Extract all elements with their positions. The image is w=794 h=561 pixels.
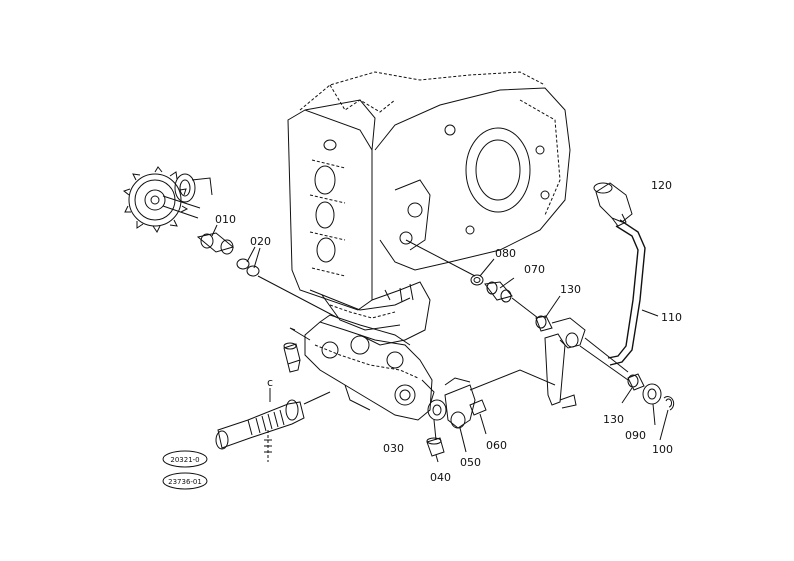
guide-line-070 <box>511 297 539 319</box>
part-130-collar-lower-shape <box>627 373 645 391</box>
guide-line-lever <box>469 369 556 391</box>
part-090-washer-shape <box>642 383 662 405</box>
callout-110: 110 <box>661 311 682 324</box>
part-110-lever-rod-shape <box>607 219 659 366</box>
serial-range-1: 20321-0 <box>170 456 199 464</box>
serial-range-ovals: 20321-0 23736-01 <box>162 450 208 490</box>
callout-010: 010 <box>215 213 236 226</box>
part-060-pin-shape <box>469 399 487 416</box>
callout-070: 070 <box>524 263 545 276</box>
part-040-bolt-shape <box>426 437 445 457</box>
callout-030: 030 <box>383 442 404 455</box>
part-080-nut-shape <box>470 274 484 286</box>
callout-020: 020 <box>250 235 271 248</box>
callout-100: 100 <box>652 443 673 456</box>
callout-130-lower: 130 <box>603 413 624 426</box>
governor-arm-bracket <box>544 317 629 409</box>
callout-090: 090 <box>625 429 646 442</box>
leader-lines <box>211 224 669 463</box>
engine-block-casting <box>287 71 571 346</box>
callout-060: 060 <box>486 439 507 452</box>
part-100-clip-shape <box>663 396 675 411</box>
callout-040: 040 <box>430 471 451 484</box>
callout-130-upper: 130 <box>560 283 581 296</box>
governor-housing <box>304 314 435 421</box>
part-050-lever-shape <box>444 377 476 429</box>
callout-120: 120 <box>651 179 672 192</box>
governor-shaft <box>215 388 331 462</box>
guide-line-080 <box>405 239 476 277</box>
part-120-knob-shape <box>593 182 633 227</box>
part-010-sleeve-shape <box>196 232 235 255</box>
part-020-o-rings-shape <box>236 258 260 277</box>
housing-bolt-shape <box>283 342 301 373</box>
part-130-collar-upper-shape <box>535 315 553 332</box>
part-070-bushing-shape <box>484 281 513 303</box>
guide-line-020 <box>257 275 339 319</box>
governor-gear-assembly <box>122 166 213 233</box>
serial-range-2: 23736-01 <box>168 478 202 486</box>
callout-c: c <box>267 376 273 389</box>
guide-line-bolt <box>289 327 311 341</box>
part-030-washer-shape <box>427 399 447 421</box>
callout-080: 080 <box>495 247 516 260</box>
callout-050: 050 <box>460 456 481 469</box>
